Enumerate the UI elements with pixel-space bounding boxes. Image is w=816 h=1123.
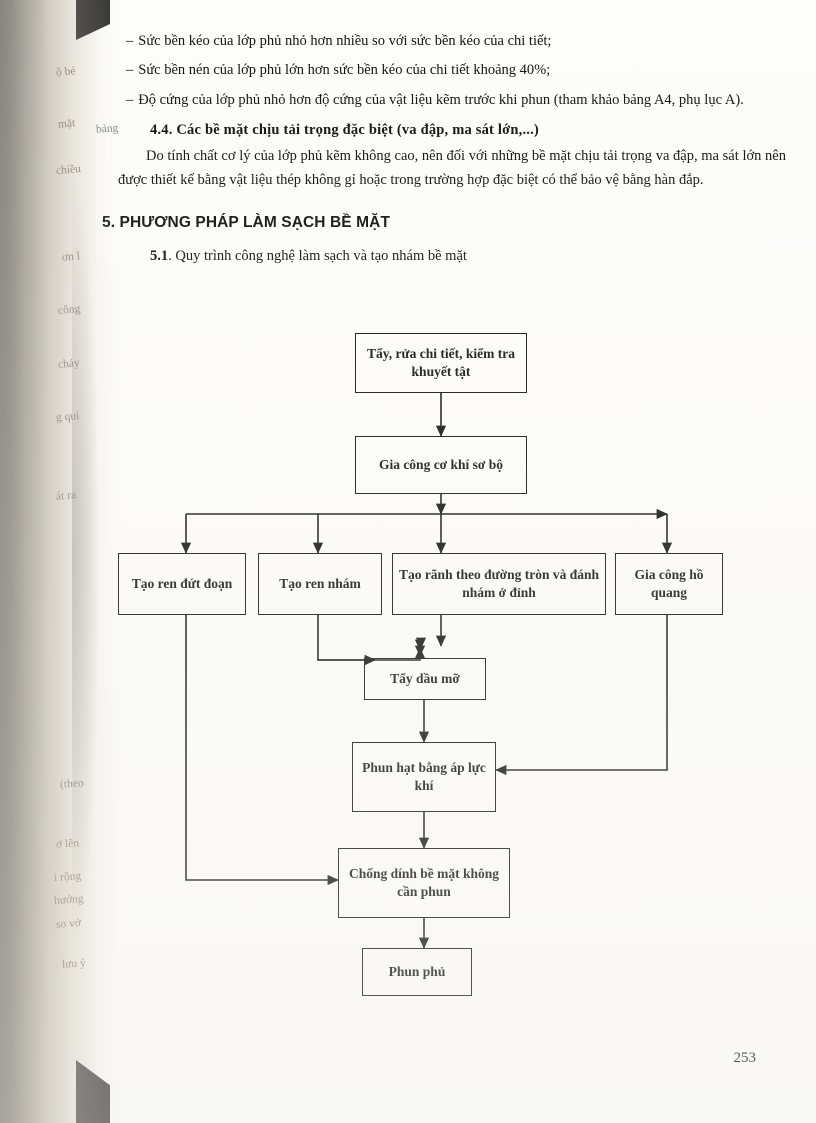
flow-node-9[interactable]: Chống dính bề mặt không cần phun [338,848,510,918]
page-number: 253 [733,1050,757,1066]
flow-node-1[interactable]: Tẩy, rửa chi tiết, kiểm tra khuyết tật [355,333,527,393]
dash-marker: – [126,33,134,49]
bullet-item: –Sức bền kéo của lớp phủ nhỏ hơn nhiều s… [118,30,786,52]
dash-marker: – [126,62,134,79]
flow-node-5[interactable]: Tạo rãnh theo đường tròn và đánh nhám ở … [392,553,606,615]
heading-5: 5. PHƯƠNG PHÁP LÀM SẠCH BỀ MẶT [102,213,391,231]
bullet-item: –Độ cứng của lớp phủ nhỏ hơn độ cứng của… [118,89,786,111]
margin-bleed-text: ơn l [61,250,81,264]
heading-5-1-number: 5.1 [150,247,169,264]
bullet-text: Sức bền kéo của lớp phủ nhỏ hơn nhiều so… [138,33,552,49]
flow-node-6[interactable]: Gia công hồ quang [615,553,723,615]
page-body: –Sức bền kéo của lớp phủ nhỏ hơn nhiều s… [102,30,786,265]
heading-5-1: 5.1. Quy trình công nghệ làm sạch và tạo… [150,248,786,265]
bullet-text: Sức bền nén của lớp phủ lớn hơn sức bền … [138,62,551,79]
flow-node-7[interactable]: Tẩy dầu mỡ [364,658,486,700]
flow-node-4[interactable]: Tạo ren nhám [258,553,382,615]
margin-bleed-text: ộ bé [55,65,76,79]
flow-node-8[interactable]: Phun hạt bằng áp lực khí [352,742,496,812]
dash-marker: – [126,91,134,108]
heading-5-1-text: . Quy trình công nghệ làm sạch và tạo nh… [168,247,467,264]
flow-node-10[interactable]: Phun phủ [362,948,472,996]
paragraph-4-4: Do tính chất cơ lý của lớp phủ kẽm không… [118,148,786,188]
process-flowchart: Tẩy, rửa chi tiết, kiểm tra khuyết tật G… [0,318,816,1008]
margin-bleed-text: mặt [57,117,76,131]
bullet-item: –Sức bền nén của lớp phủ lớn hơn sức bền… [118,59,786,81]
bullet-text: Độ cứng của lớp phủ nhỏ hơn độ cứng của … [138,91,744,108]
heading-4-4: 4.4. Các bề mặt chịu tải trọng đặc biệt … [150,122,539,139]
flow-node-3[interactable]: Tạo ren đứt đoạn [118,553,246,615]
margin-bleed-text: chiều [55,162,82,178]
margin-bleed-text: công [57,303,81,317]
flow-node-2[interactable]: Gia công cơ khí sơ bộ [355,436,527,494]
margin-bleed-text: bảng [95,122,119,136]
